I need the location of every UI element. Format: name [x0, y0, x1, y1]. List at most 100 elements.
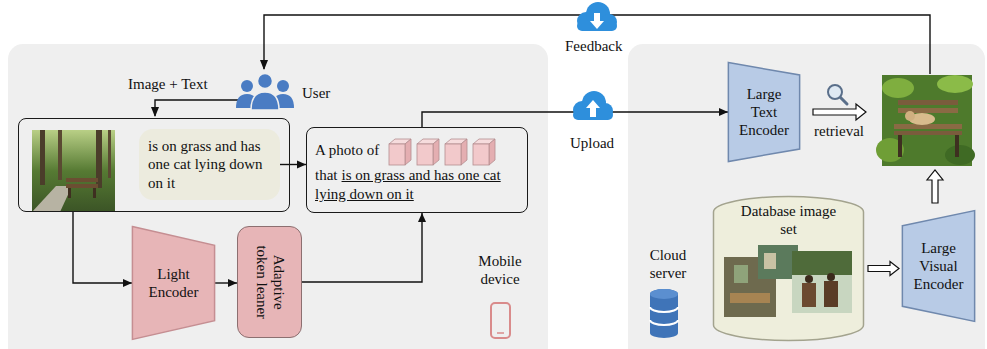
database-thumbnails-part: [802, 283, 816, 307]
retrieved-photo-part: [882, 78, 914, 98]
download-cloud-icon-part: [590, 13, 604, 29]
download-cloud-icon: [577, 2, 617, 31]
forest-photo-part: [108, 130, 111, 178]
text-holder: A photo ofthatis on grass and has one ca…: [307, 128, 527, 212]
user-icon-part: [258, 74, 273, 89]
learned-token-cubes-part: [433, 139, 439, 165]
forest-photo-part: [93, 188, 96, 198]
database-thumbnails: [724, 245, 852, 317]
upload-cloud-icon-part: [586, 100, 600, 117]
token-learner: Adaptive token leaner: [237, 226, 302, 338]
node-text: Cloud server: [636, 246, 700, 282]
database-thumbnails-part: [764, 253, 776, 269]
database-icon: [650, 289, 678, 338]
database-thumbnails-part: [827, 273, 835, 281]
connector: [73, 212, 132, 287]
edge-label: Upload: [568, 134, 616, 152]
text-holder: A photo ofthatis on grass and has one ca…: [315, 136, 519, 204]
retrieval-label: retrieval: [814, 122, 864, 140]
learned-token-cubes-part: [489, 139, 495, 165]
user-icon-part: [251, 92, 279, 110]
input-line: [155, 100, 238, 116]
text-holder: Large Text Encoder: [728, 62, 800, 162]
retrieved-photo-part: [937, 75, 973, 93]
forest-photo-part: [68, 188, 71, 198]
learned-token-cubes-part: [445, 144, 461, 165]
forest-photo-part: [58, 130, 62, 180]
database-cylinder: Database image set: [712, 195, 865, 342]
hollow-arrow: [868, 262, 899, 276]
node-text: Large Visual Encoder: [907, 239, 971, 293]
node-text: Adaptive token leaner: [252, 239, 287, 325]
visual-encoder: Large Visual Encoder: [902, 210, 975, 322]
database-icon-part: [650, 289, 678, 299]
arrowhead: [297, 161, 306, 169]
retrieved-photo: [876, 75, 975, 166]
prompt-box: A photo ofthatis on grass and has one ca…: [306, 127, 528, 213]
mobile-panel: Mobile device is on grass and has one cat…: [8, 44, 548, 349]
light-encoder: Light Encoder: [132, 226, 215, 340]
encode-arrow: [927, 170, 943, 203]
trapezoid-shape-outline: [902, 211, 974, 322]
phone-icon-part: [497, 332, 504, 334]
arrowhead: [719, 108, 728, 116]
connector: [868, 262, 899, 276]
node-text: A photo of: [315, 142, 379, 158]
node-text: is on grass and has one cat lying down o…: [148, 138, 263, 191]
forest-photo-part: [32, 130, 115, 212]
text-holder: Adaptive token leaner: [238, 227, 301, 337]
learned-token-cubes: [385, 136, 497, 166]
connector-line: [73, 212, 132, 283]
arrowhead: [418, 213, 426, 222]
connector: [280, 161, 306, 169]
forest-photo-part: [66, 178, 98, 182]
phone-icon: [491, 303, 510, 338]
forest-photo: [32, 130, 115, 212]
forest-photo-part: [40, 130, 45, 185]
retrieved-photo-part: [894, 131, 962, 135]
arrowhead: [123, 279, 132, 287]
forest-photo-part: [66, 184, 98, 188]
text-holder: is on grass and has one cat lying down o…: [139, 129, 280, 200]
retrieved-photo-part: [955, 135, 959, 157]
magnifier-icon-part: [828, 85, 842, 99]
token-cubes: [379, 142, 497, 158]
trapezoid-shape-outline: [132, 227, 214, 340]
magnifier-icon: [828, 85, 847, 104]
node-text: is on grass and has one cat lying down o…: [315, 167, 501, 202]
text-encoder: Large Text Encoder: [728, 62, 800, 162]
text-holder: Light Encoder: [132, 226, 215, 340]
retrieved-photo-part: [905, 111, 915, 121]
text-holder: is on grass and has one cat lying down o…: [148, 137, 271, 192]
database-thumbnails-part: [792, 251, 852, 313]
trapezoid-shape: [132, 226, 215, 340]
retrieved-photo-part: [898, 135, 902, 157]
database-icon-part: [650, 320, 678, 325]
arrowhead: [228, 279, 237, 287]
retrieved-photo-part: [945, 145, 975, 165]
node-text: Mobile device: [464, 252, 536, 288]
cloud-panel: Cloud server Large Text EncoderDatabase i…: [628, 44, 985, 349]
forest-photo-part: [32, 186, 72, 212]
node-text: Database image set: [741, 202, 837, 238]
connector-line: [302, 213, 422, 282]
database-thumbnails-part: [734, 265, 748, 283]
mobile-panel-ground: [8, 44, 548, 349]
database-thumbnails-part: [730, 293, 770, 303]
trapezoid-shape-outline: [728, 63, 799, 162]
user-icon-part: [277, 80, 289, 92]
user-label: User: [302, 84, 330, 102]
learned-token-cubes-part: [405, 139, 411, 165]
retrieval-arrow: [813, 104, 866, 120]
database-icon-part: [650, 307, 678, 312]
node-text: Light Encoder: [141, 265, 207, 301]
user-icon: [236, 74, 294, 111]
text-holder: Large Visual Encoder: [902, 210, 975, 322]
connector: [302, 213, 426, 282]
text-holder: Database image set: [712, 195, 865, 342]
upload-cloud-icon: [573, 91, 613, 120]
database-thumbnails-part: [824, 281, 838, 307]
text-bubble: is on grass and has one cat lying down o…: [139, 129, 280, 200]
